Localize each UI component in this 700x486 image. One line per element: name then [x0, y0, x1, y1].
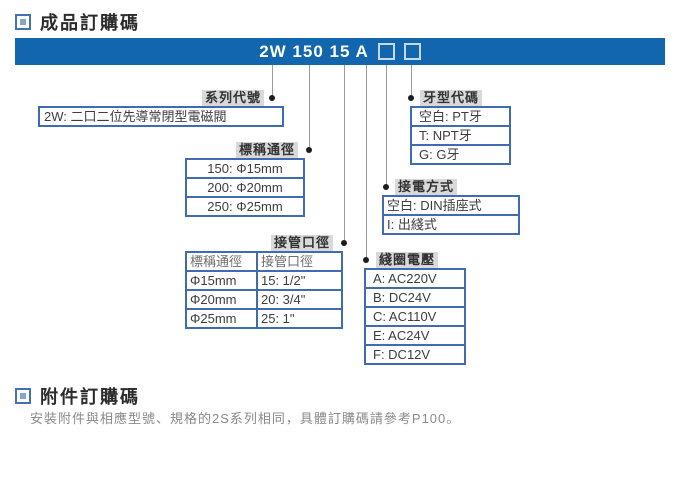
- pipe-size-header-cell: 接管口徑: [261, 254, 314, 269]
- pipe-size-header-cell: 標稱通徑: [187, 253, 258, 270]
- wiring-type-row: 空白: DIN插座式: [387, 198, 482, 213]
- coil-voltage-row: C: AC110V: [366, 306, 464, 325]
- thread-code-table: 空白: PT牙 T: NPT牙 G: G牙: [410, 106, 511, 165]
- series-code-desc: 2W: 二口二位先導常閉型電磁閥: [44, 109, 227, 124]
- connector-dot-thread-code: [408, 95, 414, 101]
- connector-line-series: [272, 65, 273, 98]
- order-code-text: 2W 150 15 A: [259, 41, 369, 61]
- connector-dot-nominal-diameter: [306, 147, 312, 153]
- connector-dot-wiring: [383, 184, 389, 190]
- thread-code-row: 空白: PT牙: [419, 109, 482, 124]
- connector-line-nominal-diameter: [309, 65, 310, 150]
- pipe-size-cell: Φ25mm: [187, 310, 258, 327]
- pipe-size-table: 標稱通徑 接管口徑 Φ15mm 15: 1/2" Φ20mm 20: 3/4" …: [185, 251, 343, 329]
- pipe-size-cell: Φ20mm: [187, 291, 258, 308]
- nominal-diameter-row: 250: Φ25mm: [187, 196, 303, 215]
- series-code-label: 系列代號: [202, 90, 265, 106]
- accessory-note: 安裝附件與相應型號、規格的2S系列相同，具體訂購碼請參考P100。: [30, 411, 461, 426]
- accessory-code-section-title: 附件訂購碼: [15, 383, 140, 409]
- coil-voltage-row: B: DC24V: [366, 287, 464, 306]
- pipe-size-row: Φ25mm 25: 1": [187, 308, 341, 327]
- nominal-diameter-row: 150: Φ15mm: [207, 161, 283, 176]
- thread-code-row: T: NPT牙: [412, 125, 509, 144]
- series-code-box: 2W: 二口二位先導常閉型電磁閥: [38, 106, 284, 127]
- connector-line-thread-code: [411, 65, 412, 98]
- pipe-size-row: Φ15mm 15: 1/2": [187, 270, 341, 289]
- pipe-size-cell: 25: 1": [261, 311, 295, 326]
- connector-dot-coil-voltage: [363, 257, 369, 263]
- section-bullet-icon: [15, 388, 31, 404]
- blank-code-box-1: [377, 43, 395, 60]
- nominal-diameter-row: 200: Φ20mm: [187, 177, 303, 196]
- connector-dot-pipe-size: [341, 240, 347, 246]
- coil-voltage-row: A: AC220V: [373, 271, 437, 286]
- section-bullet-icon: [15, 14, 31, 30]
- pipe-size-cell: 15: 1/2": [261, 273, 306, 288]
- coil-voltage-label: 綫圈電壓: [376, 252, 439, 268]
- wiring-type-row: I: 出綫式: [384, 214, 518, 233]
- section-title-text: 成品訂購碼: [40, 13, 140, 33]
- connector-line-wiring: [386, 65, 387, 187]
- pipe-size-cell: 20: 3/4": [261, 292, 306, 307]
- connector-dot-series: [269, 95, 275, 101]
- pipe-size-cell: Φ15mm: [187, 272, 258, 289]
- coil-voltage-table: A: AC220V B: DC24V C: AC110V E: AC24V F:…: [364, 268, 466, 365]
- wiring-type-label: 接電方式: [395, 179, 458, 195]
- nominal-diameter-table: 150: Φ15mm 200: Φ20mm 250: Φ25mm: [185, 158, 305, 217]
- coil-voltage-row: F: DC12V: [366, 344, 464, 363]
- order-code-banner: 2W 150 15 A: [15, 38, 665, 65]
- pipe-size-header-row: 標稱通徑 接管口徑: [187, 253, 341, 270]
- pipe-size-label: 接管口徑: [271, 235, 334, 251]
- product-code-section-title: 成品訂購碼: [15, 9, 140, 35]
- nominal-diameter-label: 標稱通徑: [236, 142, 299, 158]
- coil-voltage-row: E: AC24V: [366, 325, 464, 344]
- connector-line-pipe-size: [344, 65, 345, 243]
- wiring-type-table: 空白: DIN插座式 I: 出綫式: [382, 195, 520, 235]
- pipe-size-row: Φ20mm 20: 3/4": [187, 289, 341, 308]
- thread-code-label: 牙型代碼: [420, 90, 483, 106]
- connector-line-coil-voltage: [366, 65, 367, 260]
- blank-code-box-2: [403, 43, 421, 60]
- thread-code-row: G: G牙: [412, 144, 509, 163]
- section-title-text: 附件訂購碼: [40, 387, 140, 407]
